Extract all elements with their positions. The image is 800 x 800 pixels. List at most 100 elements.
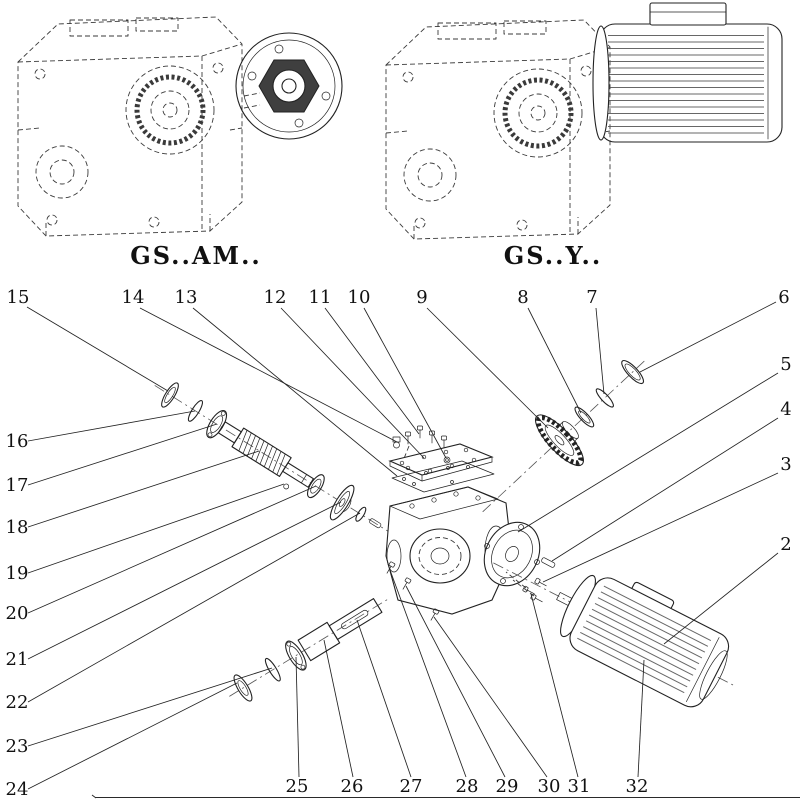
leader-line-8 [527, 307, 582, 414]
callout-number-8: 8 [517, 287, 528, 308]
flange-fasteners [505, 557, 556, 605]
callout-number-32: 32 [626, 776, 649, 797]
output-bearing [285, 640, 307, 671]
callout-number-13: 13 [175, 287, 198, 308]
housing-bore [409, 528, 471, 584]
oil-seal-ring [161, 382, 179, 408]
leader-line-26 [323, 639, 354, 778]
leader-line-14 [139, 307, 398, 443]
gearbox-outline-dashed-2 [386, 20, 610, 239]
motor-exploded [493, 562, 735, 708]
callout-number-2: 2 [780, 534, 791, 555]
leader-line-15 [26, 306, 169, 392]
motor-top-view [592, 2, 783, 143]
callout-number-5: 5 [780, 354, 791, 375]
leader-line-4 [551, 417, 779, 562]
callout-number-26: 26 [341, 776, 364, 797]
callout-number-12: 12 [264, 287, 287, 308]
keyway-slot [341, 609, 369, 630]
callout-number-24: 24 [6, 779, 29, 800]
callout-number-25: 25 [286, 776, 309, 797]
leader-line-23 [27, 667, 273, 747]
input-shaft-assembly [154, 382, 398, 538]
leader-line-29 [405, 585, 506, 778]
terminal-box [649, 2, 727, 26]
leader-line-13 [192, 307, 398, 477]
gear-shim-washer [574, 406, 595, 428]
callout-number-17: 17 [6, 475, 29, 496]
shaft-key [369, 518, 382, 529]
leader-line-24 [27, 682, 238, 790]
callout-number-27: 27 [400, 776, 423, 797]
callout-number-21: 21 [6, 649, 29, 670]
leader-line-6 [639, 301, 777, 373]
input-shaft-dashed [243, 92, 261, 109]
callout-number-15: 15 [7, 287, 30, 308]
callout-number-30: 30 [538, 776, 561, 797]
leader-line-27 [356, 619, 412, 778]
callout-number-3: 3 [780, 454, 791, 475]
cover-gasket [391, 460, 495, 493]
output-end-washer [233, 674, 253, 702]
motor-end-cap [699, 650, 728, 700]
leader-line-18 [27, 450, 260, 528]
leader-line-11 [324, 307, 420, 435]
callout-number-14: 14 [122, 287, 145, 308]
callout-number-23: 23 [6, 736, 29, 757]
output-shaft [297, 598, 383, 662]
cover-plate [388, 436, 494, 482]
assembled-view-gs-y [386, 2, 783, 239]
callout-number-18: 18 [6, 517, 29, 538]
output-shaft-assembly [229, 598, 389, 702]
callout-number-31: 31 [568, 776, 591, 797]
callout-number-10: 10 [348, 287, 371, 308]
leader-line-17 [27, 423, 218, 486]
leader-line-12 [280, 307, 425, 459]
page-edge-line [91, 794, 800, 799]
motor-shaft-key [541, 557, 556, 568]
leader-line-20 [27, 485, 317, 614]
motor-flange [483, 521, 541, 587]
leader-line-30 [433, 616, 548, 778]
gear-circlip [595, 388, 614, 408]
spacer-ring [355, 506, 367, 522]
leader-line-16 [27, 410, 196, 442]
leader-line-31 [530, 593, 579, 778]
leader-line-28 [389, 569, 467, 778]
leader-line-21 [27, 501, 342, 660]
end-cover-ring [621, 359, 645, 385]
leader-line-3 [542, 472, 779, 583]
label-gs-y: GS..Y.. [504, 241, 602, 270]
callout-number-28: 28 [456, 776, 479, 797]
leader-line-5 [517, 372, 779, 533]
callout-number-29: 29 [496, 776, 519, 797]
vent-plug [392, 436, 401, 449]
shim-disc [329, 484, 355, 521]
leader-line-19 [27, 483, 285, 574]
circlip-input [187, 400, 204, 422]
callout-number-19: 19 [6, 563, 29, 584]
leader-line-25 [295, 656, 300, 778]
callout-number-16: 16 [6, 431, 29, 452]
callout-number-9: 9 [416, 287, 427, 308]
gearbox-outline-dashed [18, 17, 242, 236]
leader-line-22 [27, 512, 361, 703]
output-circlip [264, 657, 281, 682]
key-pin [283, 483, 290, 490]
oil-plug [443, 456, 451, 464]
leader-line-32 [637, 659, 645, 778]
leader-line-10 [363, 307, 447, 459]
motor-body-fins [575, 583, 712, 696]
callout-number-7: 7 [586, 287, 597, 308]
leader-line-9 [426, 307, 549, 429]
label-gs-am: GS..AM.. [130, 241, 262, 270]
assembled-view-gs-am [18, 17, 343, 236]
callout-number-22: 22 [6, 692, 29, 713]
callout-number-11: 11 [309, 287, 332, 308]
callout-number-6: 6 [778, 287, 789, 308]
leader-line-7 [595, 307, 605, 395]
motor-fins [608, 31, 764, 135]
